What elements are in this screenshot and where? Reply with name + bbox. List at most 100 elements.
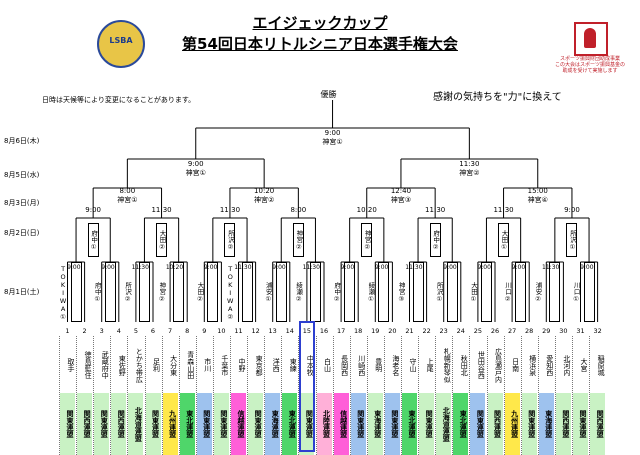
round16-match: 大田① xyxy=(498,223,510,257)
league-label: 関東連盟 xyxy=(521,393,537,455)
team-name: 広島瀬戸内 xyxy=(494,347,503,383)
match-time: 11:30 xyxy=(151,206,172,214)
team-name: 世田谷西 xyxy=(477,351,486,379)
column-separator xyxy=(332,336,334,455)
team-name: 守山 xyxy=(409,358,417,372)
league-label: 関西連盟 xyxy=(487,393,503,455)
round16-match: 府中② xyxy=(429,223,441,257)
team-name: 豊明 xyxy=(374,358,383,372)
team-name: とかち帯広 xyxy=(135,347,144,383)
team-name: 取手 xyxy=(67,358,75,372)
league-label: 北海道連盟 xyxy=(128,393,144,455)
team-name: 大分東 xyxy=(169,354,178,376)
league-label: 九州連盟 xyxy=(504,393,520,455)
team-number: 2 xyxy=(82,327,87,335)
match-time: 12:40 xyxy=(390,187,412,195)
league-label: 信越連盟 xyxy=(231,393,246,455)
league-label: 関西連盟 xyxy=(111,393,127,455)
schedule-notice: 日時は天候等により変更になることがあります。 xyxy=(42,96,196,104)
team-name: 川崎西 xyxy=(357,354,366,376)
team-name: 長岡西 xyxy=(340,354,349,376)
league-label: 関東連盟 xyxy=(94,393,110,455)
league-label: 関東連盟 xyxy=(573,393,588,455)
column-separator xyxy=(349,336,351,455)
column-separator xyxy=(401,336,402,455)
column-separator xyxy=(195,336,197,455)
match-venue: 神宮② xyxy=(254,196,275,204)
column-separator xyxy=(93,336,95,455)
match-venue: 神宮① xyxy=(117,196,138,204)
team-number: 22 xyxy=(422,327,431,335)
team-number: 10 xyxy=(217,327,226,335)
match-venue: 所沢② xyxy=(123,282,132,303)
date-label: 8月3日(月) xyxy=(4,199,40,207)
round16-match: 大田② xyxy=(156,223,168,257)
match-venue: 浦安② xyxy=(534,282,543,303)
team-name: 大宮 xyxy=(580,358,588,372)
league-label: 北陸連盟 xyxy=(316,393,332,455)
league-label: 関東連盟 xyxy=(196,393,212,455)
team-number: 23 xyxy=(439,327,448,335)
match-time: 11:30 xyxy=(459,160,480,168)
match-venue: 神宮② xyxy=(294,230,303,251)
team-number: 32 xyxy=(593,327,602,335)
team-number: 14 xyxy=(285,327,294,335)
team-number: 11 xyxy=(234,327,243,335)
match-time: 9:00 xyxy=(85,206,101,214)
league-label: 東海連盟 xyxy=(538,393,554,455)
team-name: 洋西 xyxy=(272,358,281,372)
team-number: 21 xyxy=(405,327,414,335)
league-label: 関東連盟 xyxy=(145,393,161,455)
match-venue: 川口① xyxy=(572,282,581,303)
match-venue: 所沢① xyxy=(568,230,577,251)
team-name: 稲原城 xyxy=(597,354,606,376)
team-number: 9 xyxy=(202,327,207,335)
column-separator xyxy=(76,336,78,455)
match-time: 10:20 xyxy=(165,264,184,271)
column-separator xyxy=(520,336,522,455)
match-time: 11:30 xyxy=(493,206,514,214)
column-separator xyxy=(161,336,163,455)
match-time: 9:00 xyxy=(67,264,81,271)
match-time: 9:00 xyxy=(203,264,218,271)
team-name: 青森山田 xyxy=(186,351,195,379)
match-time: 11:30 xyxy=(425,206,446,214)
match-venue: 大田① xyxy=(469,282,478,303)
league-label: 関西連盟 xyxy=(77,393,93,455)
match-venue: 神宮① xyxy=(322,138,343,146)
lsba-logo: LSBA xyxy=(97,20,145,68)
date-label: 8月5日(水) xyxy=(4,171,40,179)
round16-match: 所沢② xyxy=(224,223,236,257)
match-time: 15:00 xyxy=(527,187,548,195)
column-separator xyxy=(537,336,539,455)
date-label: 8月2日(日) xyxy=(4,229,40,237)
column-separator xyxy=(212,336,214,455)
team-name: 北河内 xyxy=(562,354,571,376)
match-venue: 神宮② xyxy=(459,169,480,177)
runner-figure-icon xyxy=(584,28,596,48)
match-venue: 浦安① xyxy=(264,282,273,303)
match-venue: 神宮③ xyxy=(390,196,412,204)
column-separator xyxy=(59,336,60,455)
team-number: 30 xyxy=(559,327,568,335)
column-separator xyxy=(469,336,471,455)
match-time: 9:00 xyxy=(324,129,341,137)
match-time: 9:00 xyxy=(340,264,355,271)
team-name: 東練 xyxy=(289,358,298,372)
match-time: 10:20 xyxy=(356,206,377,214)
match-time: 9:00 xyxy=(477,264,491,271)
match-venue: 川口② xyxy=(503,282,512,303)
match-venue: 神宮① xyxy=(185,169,206,177)
column-separator xyxy=(503,336,505,455)
